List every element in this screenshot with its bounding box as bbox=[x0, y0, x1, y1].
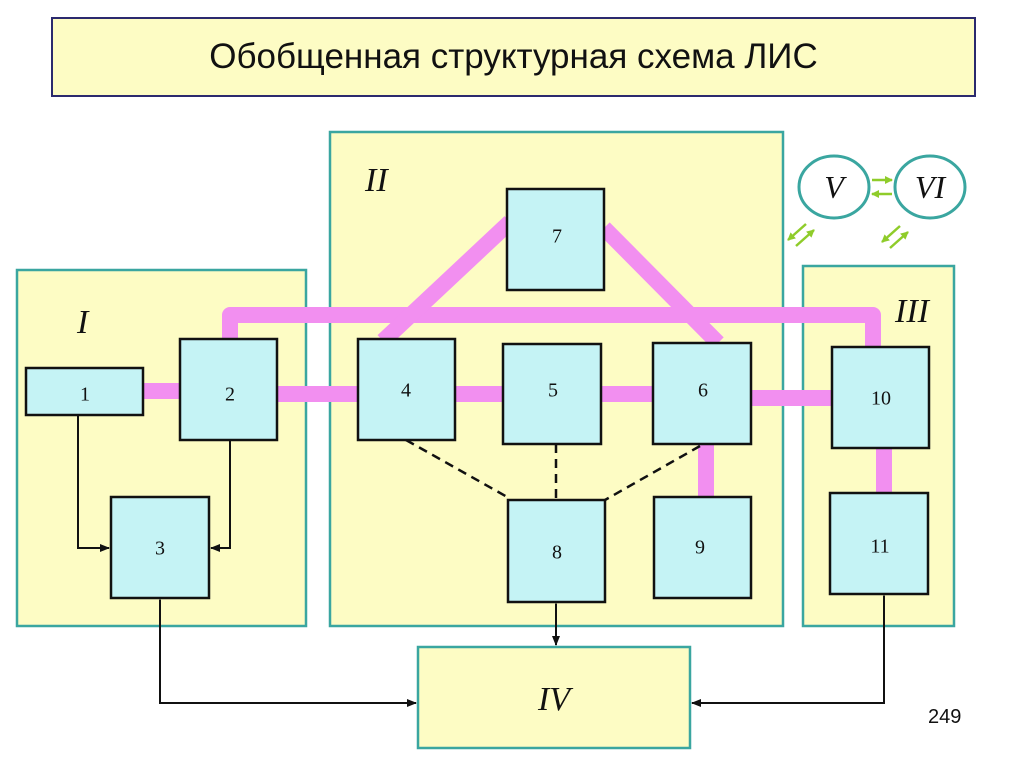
block-11 bbox=[828, 491, 930, 596]
green-arrow-V-out-1 bbox=[787, 223, 807, 241]
title-box: Обобщенная структурная схема ЛИС bbox=[51, 17, 976, 97]
block-5 bbox=[501, 342, 603, 446]
panel-III-label: III bbox=[894, 293, 931, 330]
block-5-label: 5 bbox=[548, 380, 558, 402]
circle-VI bbox=[893, 154, 967, 220]
block-2 bbox=[178, 337, 279, 442]
circle-V-label: V bbox=[824, 169, 847, 205]
link-7-6 bbox=[598, 222, 724, 349]
block-4 bbox=[356, 337, 457, 442]
block-11-label: 11 bbox=[870, 536, 889, 558]
link-bus-2-10 bbox=[222, 307, 881, 347]
arrow-2-3 bbox=[210, 441, 231, 552]
block-8-label: 8 bbox=[552, 542, 562, 564]
block-10 bbox=[830, 345, 931, 450]
block-6 bbox=[651, 341, 753, 446]
dashed-4-8 bbox=[405, 438, 510, 500]
dashed-6-8 bbox=[604, 444, 701, 502]
block-1 bbox=[24, 366, 145, 417]
panel-IV bbox=[416, 645, 692, 750]
green-arrow-VI-out-2 bbox=[889, 231, 909, 249]
block-6-label: 6 bbox=[698, 380, 708, 402]
panel-I-label: I bbox=[76, 304, 90, 341]
panel-IV-label: IV bbox=[537, 681, 574, 718]
block-10-label: 10 bbox=[871, 388, 891, 410]
block-4-label: 4 bbox=[401, 380, 411, 402]
block-3-label: 3 bbox=[155, 538, 165, 560]
circle-VI-label: VI bbox=[915, 169, 947, 205]
green-arrow-VI-out-1 bbox=[881, 225, 901, 243]
block-9-label: 9 bbox=[695, 537, 705, 559]
circle-V bbox=[797, 154, 871, 220]
green-arrows bbox=[787, 176, 909, 249]
block-3 bbox=[109, 495, 211, 600]
link-7-4 bbox=[377, 216, 516, 347]
blocks bbox=[24, 187, 931, 604]
block-2-label: 2 bbox=[225, 384, 235, 406]
block-8 bbox=[506, 498, 607, 604]
green-arrow-V-out-2 bbox=[795, 229, 815, 247]
block-1-label: 1 bbox=[80, 384, 90, 406]
page-title: Обобщенная структурная схема ЛИС bbox=[209, 37, 818, 76]
block-9 bbox=[652, 495, 753, 600]
pink-links bbox=[143, 216, 892, 497]
black-arrows bbox=[77, 416, 888, 707]
arrow-3-IV bbox=[156, 591, 417, 707]
arrow-11-IV bbox=[691, 587, 888, 707]
dashed-links bbox=[405, 438, 701, 502]
block-7-label: 7 bbox=[552, 226, 562, 248]
block-7 bbox=[505, 187, 606, 292]
page-number: 249 bbox=[928, 706, 962, 728]
arrow-1-3 bbox=[77, 416, 110, 552]
panel-II-label: II bbox=[364, 162, 389, 199]
